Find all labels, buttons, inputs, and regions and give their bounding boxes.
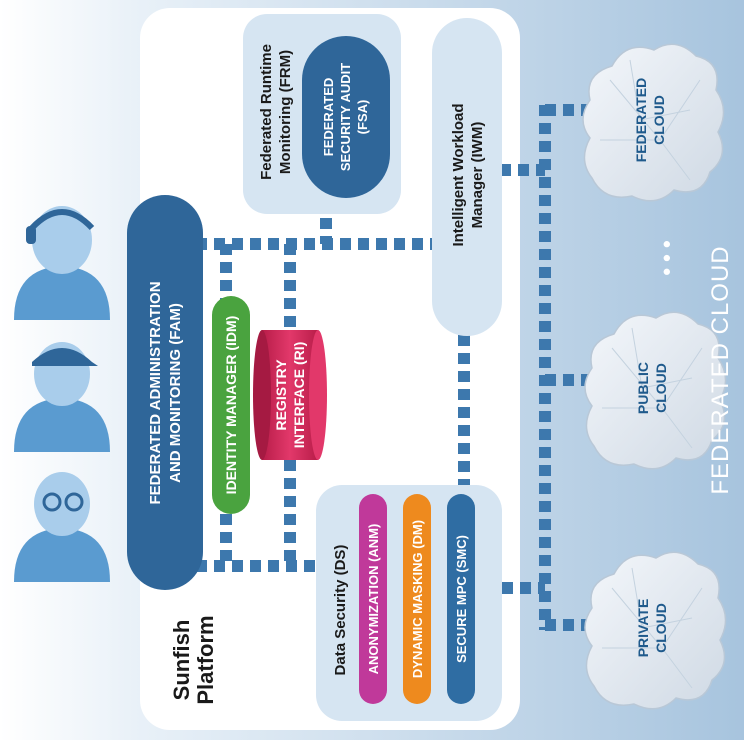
idm-label: IDENTITY MANAGER (IDM)	[223, 316, 239, 495]
fsa-label-line3: (FSA)	[355, 100, 370, 135]
public-cloud-label-line1: PUBLIC	[635, 362, 651, 414]
dm-pill	[403, 494, 431, 704]
registry-interface-cylinder	[253, 330, 327, 460]
public-cloud-label-line2: CLOUD	[653, 363, 669, 413]
fsa-label-line1: FEDERATED	[321, 78, 336, 156]
smc-pill	[447, 494, 475, 704]
private-cloud-icon	[584, 551, 727, 710]
smc-label: SECURE MPC (SMC)	[454, 535, 469, 663]
fam-label: FEDERATED ADMINISTRATION AND MONITORING …	[147, 281, 184, 504]
fam-label-line1: FEDERATED ADMINISTRATION	[147, 281, 164, 504]
more-clouds-ellipsis: • • •	[654, 240, 679, 275]
public-cloud-icon	[584, 311, 727, 470]
fam-label-line2: AND MONITORING (FAM)	[167, 303, 184, 483]
dm-label: DYNAMIC MASKING (DM)	[410, 520, 425, 678]
federated-cloud-icon	[582, 43, 725, 202]
federated-cloud-band-label: FEDERATED CLOUD	[707, 245, 734, 494]
anm-pill	[359, 494, 387, 704]
private-cloud-label-line1: PRIVATE	[635, 599, 651, 658]
fsa-label-line2: SECURITY AUDIT	[338, 63, 353, 171]
frm-label-line2: Monitoring (FRM)	[277, 50, 294, 174]
user-with-headset-icon	[14, 206, 110, 320]
registry-label-line1: REGISTRY	[273, 359, 289, 431]
registry-label-line2: INTERFACE (RI)	[291, 342, 307, 449]
users	[14, 206, 110, 582]
user-with-cap-icon	[14, 342, 110, 452]
platform-label-line2: Platform	[193, 615, 218, 704]
ds-title: Data Security (DS)	[332, 545, 349, 676]
iwm-label-line2: Manager (IWM)	[469, 122, 486, 229]
idm-pill	[212, 296, 250, 514]
fsa-pill	[302, 36, 390, 198]
private-cloud-label-line2: CLOUD	[653, 603, 669, 653]
connectors	[196, 104, 590, 631]
federated-cloud-label-line1: FEDERATED	[633, 78, 649, 163]
anm-label: ANONYMIZATION (ANM)	[366, 524, 381, 675]
platform-label-line1: Sunfish	[169, 620, 194, 701]
frm-label-line1: Federated Runtime	[258, 44, 275, 180]
iwm-label-line1: Intelligent Workload	[450, 103, 467, 246]
federated-cloud-label-line2: CLOUD	[651, 95, 667, 145]
iwm-pill	[432, 18, 502, 336]
fam-bar	[127, 195, 203, 590]
user-with-glasses-icon	[14, 472, 110, 582]
